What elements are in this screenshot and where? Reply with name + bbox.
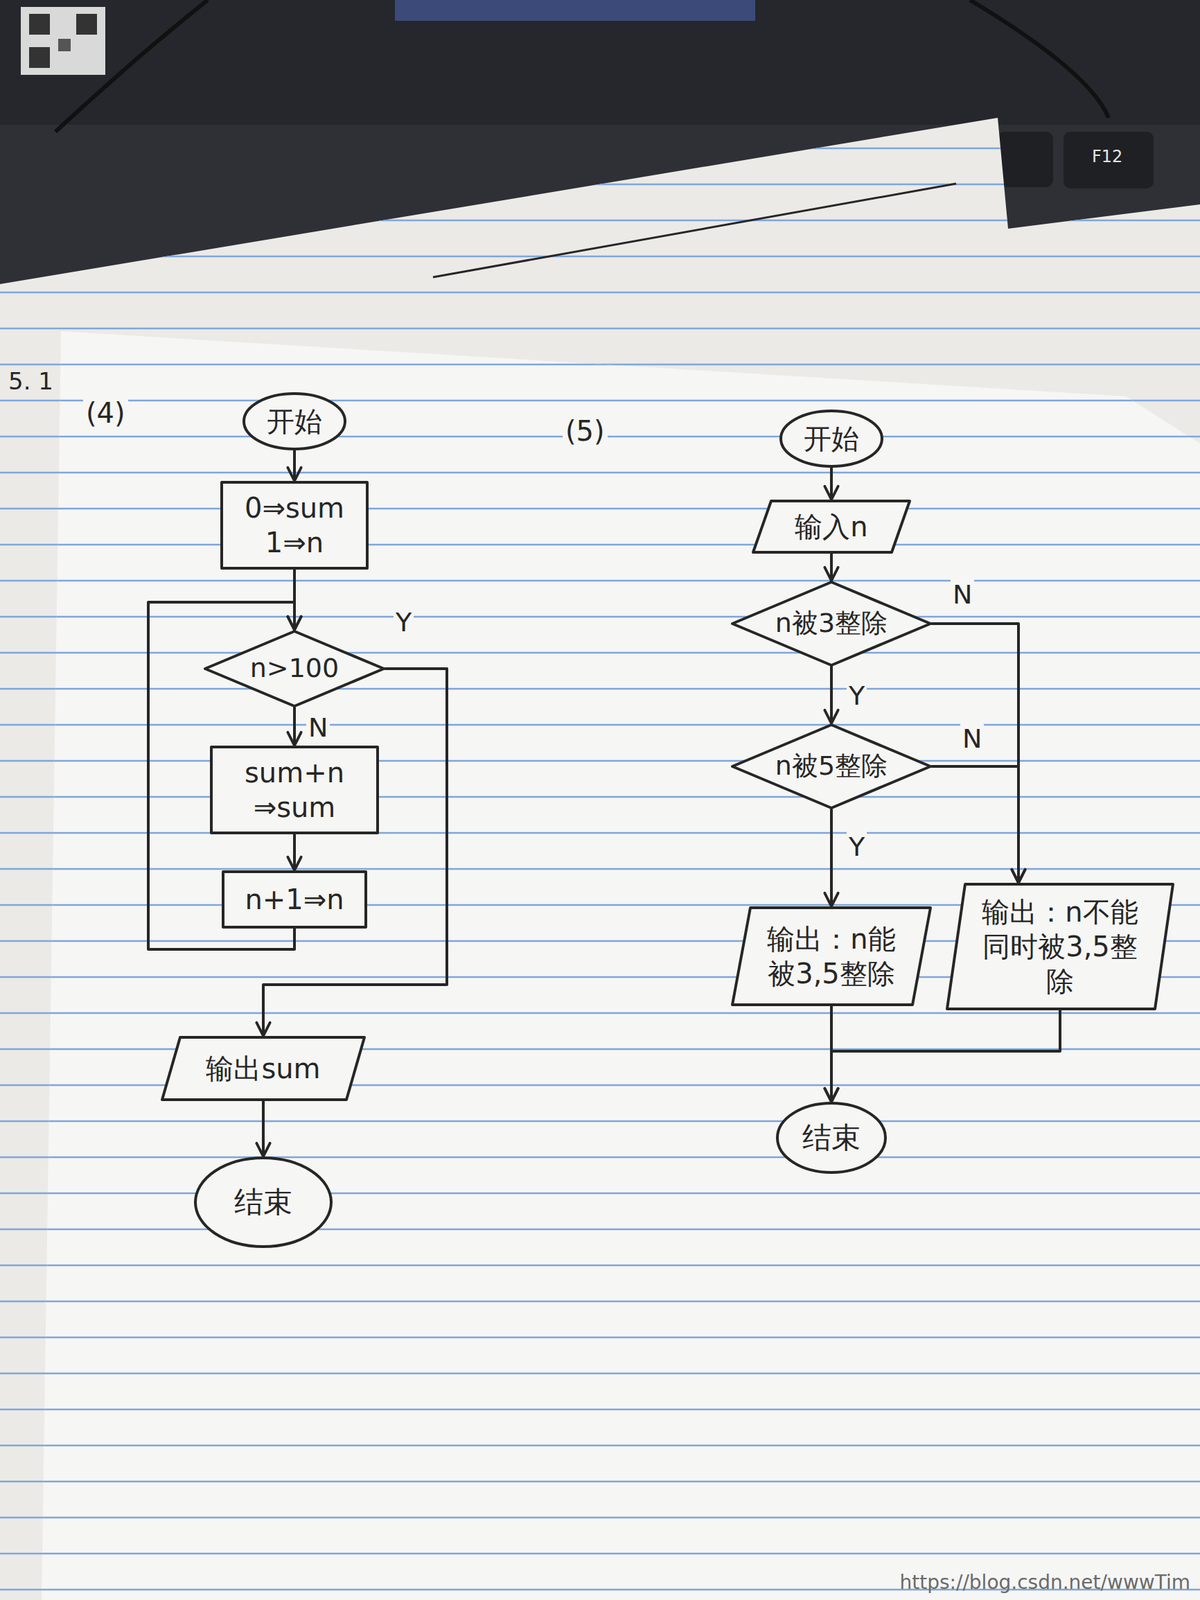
laptop-trim xyxy=(394,0,756,21)
output-box-outline xyxy=(730,906,932,1007)
end-terminal-shape xyxy=(195,1157,332,1247)
part-number: (5) xyxy=(562,414,608,448)
output-box: 输出：n不能同时被3,5整除 xyxy=(945,882,1175,1011)
flow-arrow xyxy=(931,766,1019,883)
node-text: 0⇒sum 1⇒n xyxy=(234,490,355,560)
process-box-shape xyxy=(221,482,368,569)
start-terminal-shape xyxy=(243,393,346,449)
input-box: 输入n xyxy=(751,499,912,554)
end-terminal: 结束 xyxy=(775,1101,887,1174)
flow-arrow xyxy=(830,553,833,581)
ruled-lines xyxy=(0,117,1200,1600)
flow-arrow xyxy=(830,467,833,500)
node-text: n+1⇒n xyxy=(244,881,344,917)
qr-code xyxy=(76,13,97,35)
flow-arrow xyxy=(830,666,833,724)
paper-sheet xyxy=(0,117,1200,1600)
process-box: n+1⇒n xyxy=(221,870,368,929)
input-box-shape xyxy=(753,500,910,553)
flow-arrow xyxy=(293,450,296,481)
node-text: 输入n xyxy=(794,509,868,544)
qr-code xyxy=(58,38,71,52)
node-text: n>100 xyxy=(250,651,339,686)
branch-label: N xyxy=(950,579,975,612)
laptop-body xyxy=(0,0,1200,125)
node-text: 开始 xyxy=(803,421,860,456)
branch-label: N xyxy=(960,723,984,756)
flow-arrow xyxy=(293,707,296,746)
flow-arrow xyxy=(831,1010,1061,1102)
keyboard-key xyxy=(997,131,1054,188)
branch-label: Y xyxy=(846,680,867,713)
node-text: 输出sum xyxy=(205,1051,321,1086)
branch-label: Y xyxy=(393,606,414,639)
qr-code xyxy=(20,6,106,75)
back-sheet-line xyxy=(433,183,957,278)
output-box: 输出：n能被3,5整除 xyxy=(730,906,932,1007)
decision-diamond-shape xyxy=(732,724,931,808)
decision-diamond-shape xyxy=(732,581,931,666)
node-text: sum+n ⇒sum xyxy=(223,755,366,825)
flow-arrow xyxy=(263,668,447,1036)
node-text: 结束 xyxy=(234,1184,293,1221)
process-box: 0⇒sum 1⇒n xyxy=(220,480,369,570)
decision-diamond: n>100 xyxy=(203,629,386,708)
part-number: (4) xyxy=(83,396,129,430)
process-box-shape xyxy=(211,746,378,833)
qr-code xyxy=(29,13,50,35)
paper-sheet xyxy=(41,331,1200,1600)
start-terminal: 开始 xyxy=(779,409,884,468)
section-number: 5. 1 xyxy=(5,367,57,396)
process-box-shape xyxy=(223,871,366,928)
end-terminal: 结束 xyxy=(193,1156,333,1248)
decision-diamond: n被5整除 xyxy=(730,723,932,810)
start-terminal: 开始 xyxy=(242,392,347,451)
process-box: sum+n ⇒sum xyxy=(209,745,379,835)
qr-code xyxy=(29,47,50,68)
decision-diamond: n被3整除 xyxy=(730,580,932,667)
flow-arrow xyxy=(293,834,296,871)
cable xyxy=(969,0,1109,118)
node-text: n被3整除 xyxy=(775,606,888,641)
output-box-shape xyxy=(732,907,931,1005)
decision-diamond-shape xyxy=(205,631,384,707)
output-box-shape xyxy=(162,1037,365,1100)
output-box: 输出sum xyxy=(160,1035,366,1101)
branch-label: Y xyxy=(846,831,867,864)
node-text: 结束 xyxy=(802,1119,861,1157)
node-text: 输出：n能被3,5整除 xyxy=(761,921,902,991)
ruled-lines xyxy=(41,331,1200,1600)
node-text: n被5整除 xyxy=(775,749,888,783)
branch-label: N xyxy=(306,712,330,745)
flow-arrow xyxy=(931,623,1019,883)
flow-arrow xyxy=(261,1100,265,1157)
node-text: 输出：n不能同时被3,5整除 xyxy=(976,894,1144,999)
output-box-shape xyxy=(947,884,1173,1009)
flow-arrow xyxy=(830,809,833,907)
end-terminal-shape xyxy=(777,1103,886,1173)
node-text: 开始 xyxy=(266,403,323,439)
start-terminal-shape xyxy=(780,410,882,467)
key-label: F12 xyxy=(1089,146,1126,167)
watermark: https://blog.csdn.net/wwwTim xyxy=(896,1570,1194,1595)
keyboard-key xyxy=(1063,131,1154,189)
